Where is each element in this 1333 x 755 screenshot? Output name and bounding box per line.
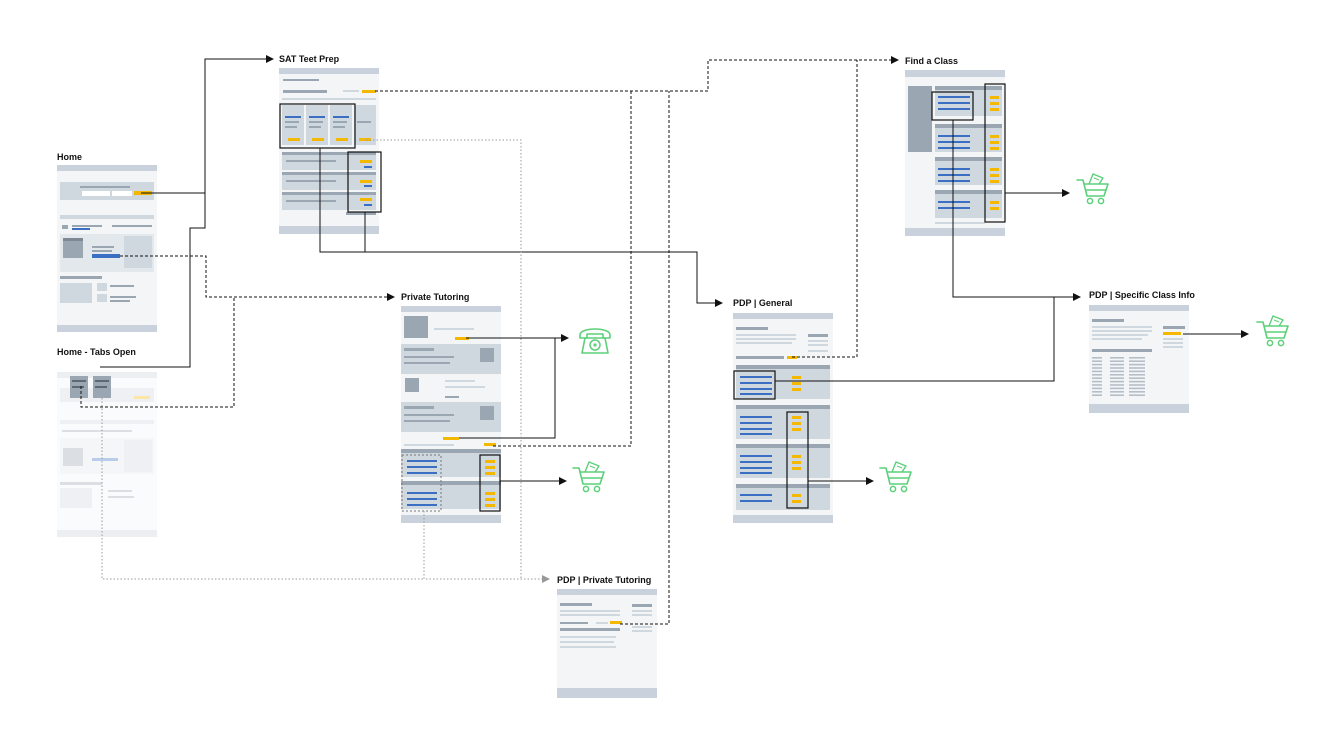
- label-pdp-general: PDP | General: [733, 298, 793, 308]
- table-cell-line: [1092, 357, 1102, 359]
- table-cell-line: [1110, 370, 1124, 373]
- table-cell-line: [1110, 367, 1124, 369]
- table-cell-line: [1092, 391, 1102, 393]
- table-cell-line: [1092, 360, 1102, 362]
- label-home: Home: [57, 152, 83, 162]
- phone-icon: [579, 328, 611, 354]
- table-cell-line: [1129, 380, 1145, 383]
- table-cell-line: [1092, 377, 1102, 379]
- table-cell-line: [1110, 363, 1124, 366]
- table-cell-line: [1092, 363, 1102, 366]
- cart-icon-pdp-specific: [1256, 315, 1289, 347]
- table-cell-line: [1129, 367, 1145, 369]
- specific-class-table: [1092, 357, 1145, 396]
- table-cell-line: [1110, 391, 1124, 393]
- home-wireframe: [57, 165, 157, 332]
- table-cell-line: [1092, 374, 1102, 376]
- label-sat: SAT Teet Prep: [279, 54, 340, 64]
- private-tutoring-wireframe: [401, 306, 501, 523]
- table-cell-line: [1092, 370, 1102, 373]
- table-cell-line: [1110, 384, 1124, 386]
- table-cell-line: [1129, 363, 1145, 366]
- label-private: Private Tutoring: [401, 292, 470, 302]
- pdp-general-wireframe: [733, 313, 833, 523]
- pdp-specific-wireframe: [1089, 305, 1189, 413]
- table-cell-line: [1110, 357, 1124, 359]
- table-cell-line: [1129, 370, 1145, 373]
- table-cell-line: [1129, 357, 1145, 359]
- table-cell-line: [1110, 380, 1124, 383]
- cart-icon-find-class: [1076, 173, 1109, 205]
- table-cell-line: [1092, 384, 1102, 386]
- cart-icon-pdp-general: [879, 461, 912, 493]
- label-find-class: Find a Class: [905, 56, 959, 66]
- table-cell-line: [1129, 394, 1145, 396]
- table-cell-line: [1129, 391, 1145, 393]
- table-cell-line: [1129, 387, 1145, 390]
- table-cell-line: [1110, 394, 1124, 396]
- label-home-tabs: Home - Tabs Open: [57, 347, 136, 357]
- table-cell-line: [1110, 360, 1124, 362]
- cart-icon-private: [572, 461, 605, 493]
- sat-wireframe: [279, 68, 382, 234]
- table-cell-line: [1129, 374, 1145, 376]
- label-pdp-private: PDP | Private Tutoring: [557, 575, 652, 585]
- table-cell-line: [1092, 394, 1102, 396]
- table-cell-line: [1092, 367, 1102, 369]
- label-pdp-specific: PDP | Specific Class Info: [1089, 290, 1195, 300]
- table-cell-line: [1129, 360, 1145, 362]
- table-cell-line: [1129, 377, 1145, 379]
- table-cell-line: [1110, 377, 1124, 379]
- home-tabs-dropdowns: [70, 376, 111, 398]
- table-cell-line: [1110, 374, 1124, 376]
- table-cell-line: [1129, 384, 1145, 386]
- find-class-wireframe: [905, 70, 1006, 236]
- table-cell-line: [1110, 387, 1124, 390]
- table-cell-line: [1092, 387, 1102, 390]
- table-cell-line: [1092, 380, 1102, 383]
- pdp-private-wireframe: [557, 589, 657, 698]
- connectors: [80, 55, 1249, 625]
